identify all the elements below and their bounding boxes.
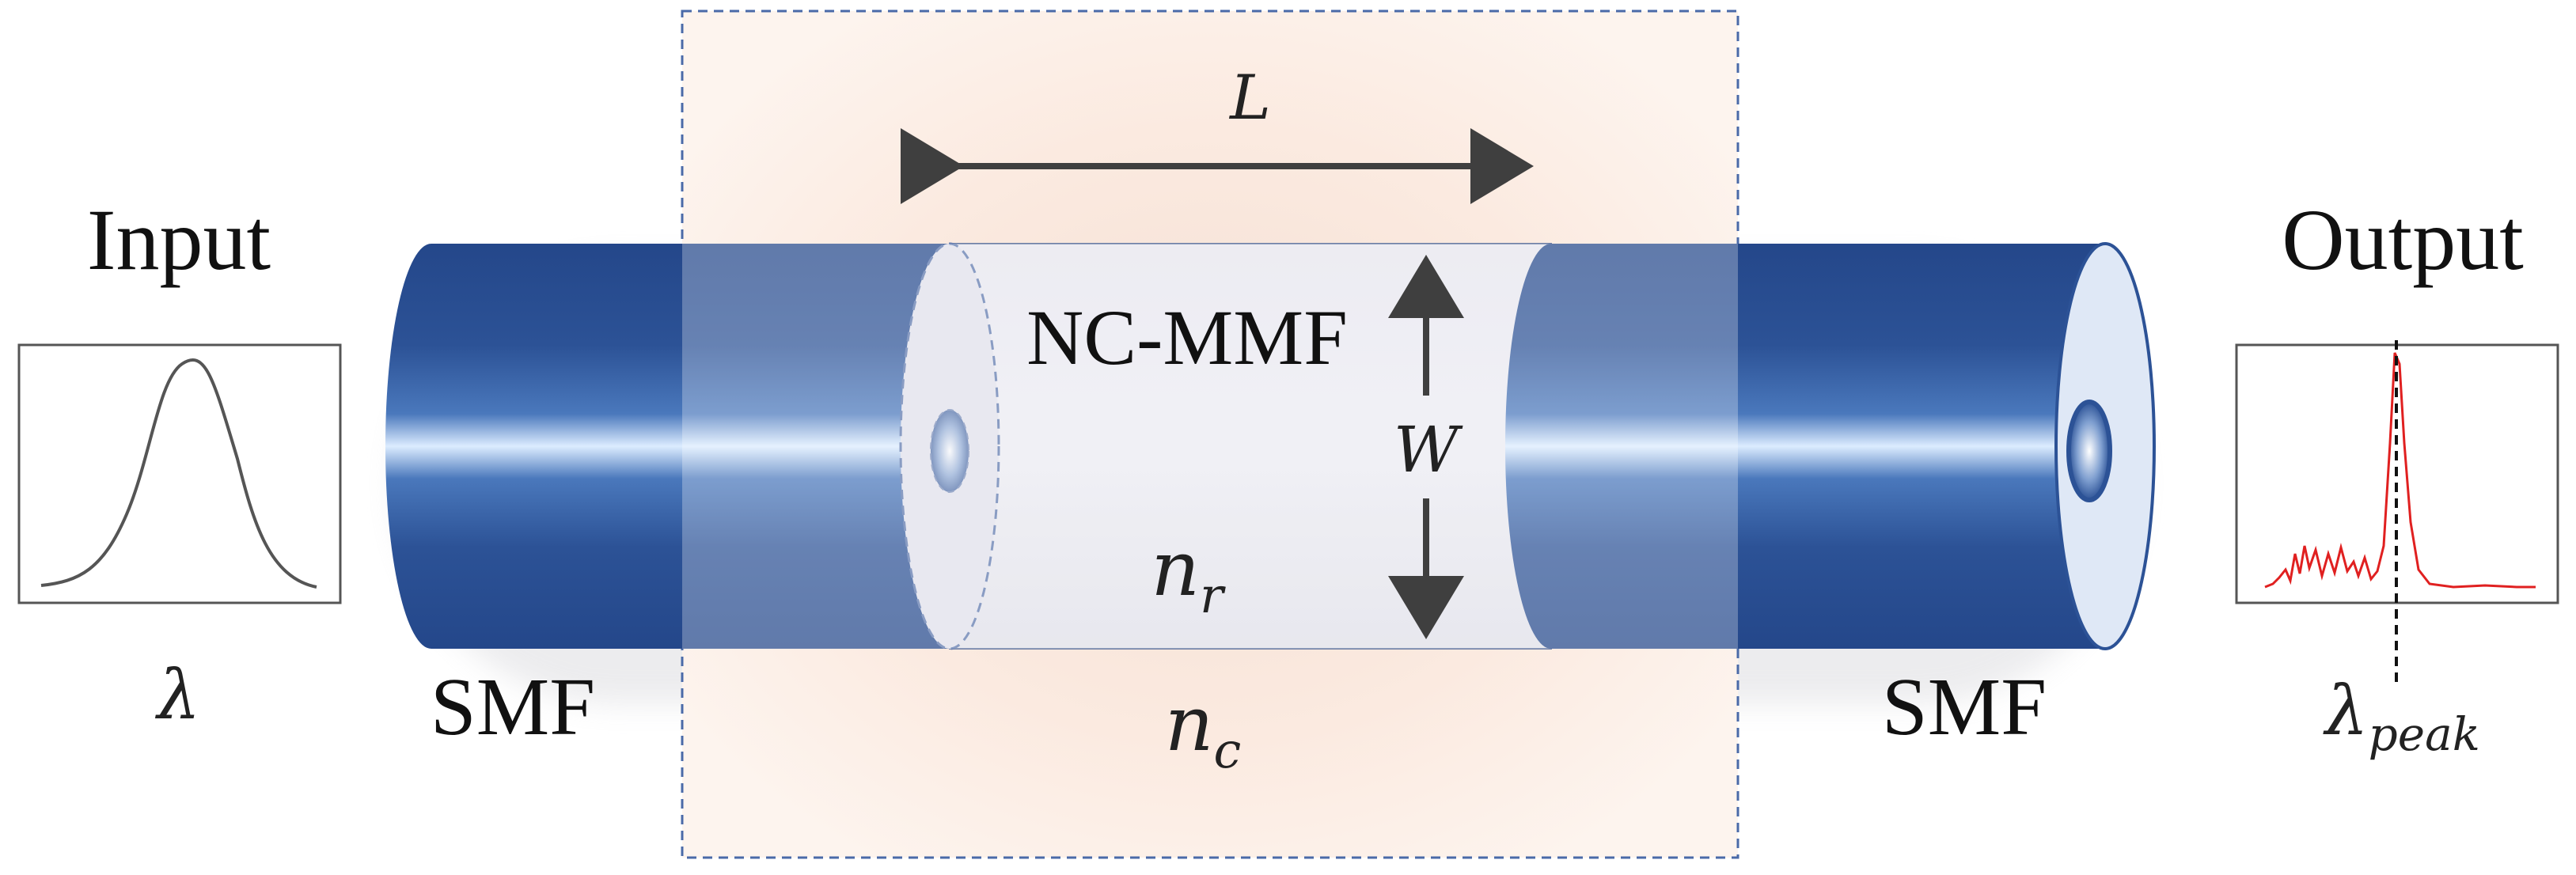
n-r-label: nr (1151, 525, 1226, 624)
sensing-region-overlay (682, 244, 1738, 649)
right-smf-core (2066, 400, 2112, 502)
lambda-input-label: λ (155, 656, 201, 735)
length-label: L (1228, 62, 1271, 134)
n-r-sub: r (1200, 566, 1226, 624)
lambda-peak-sub: peak (2369, 707, 2480, 761)
smf-right-label: SMF (1882, 661, 2047, 752)
right-smf-fiber (1505, 244, 2105, 649)
ncmmf-core-dot (930, 409, 969, 493)
width-label: W (1394, 413, 1463, 487)
left-smf-fiber (385, 244, 958, 649)
input-spectrum-box (17, 343, 342, 604)
n-c-sub: c (1214, 722, 1242, 779)
smf-left-label: SMF (431, 661, 595, 752)
n-c-label: nc (1165, 680, 1242, 779)
ncmmf-label: NC-MMF (1026, 294, 1348, 381)
n-r-base: n (1151, 525, 1200, 613)
peaked-spectrum-icon (2264, 352, 2536, 589)
lambda-peak-base: λ (2323, 672, 2369, 751)
gaussian-spectrum-icon (40, 358, 317, 589)
lambda-peak-label: λpeak (2323, 672, 2480, 761)
output-title: Output (2282, 191, 2524, 288)
input-title: Input (87, 191, 271, 288)
n-c-base: n (1165, 680, 1214, 768)
